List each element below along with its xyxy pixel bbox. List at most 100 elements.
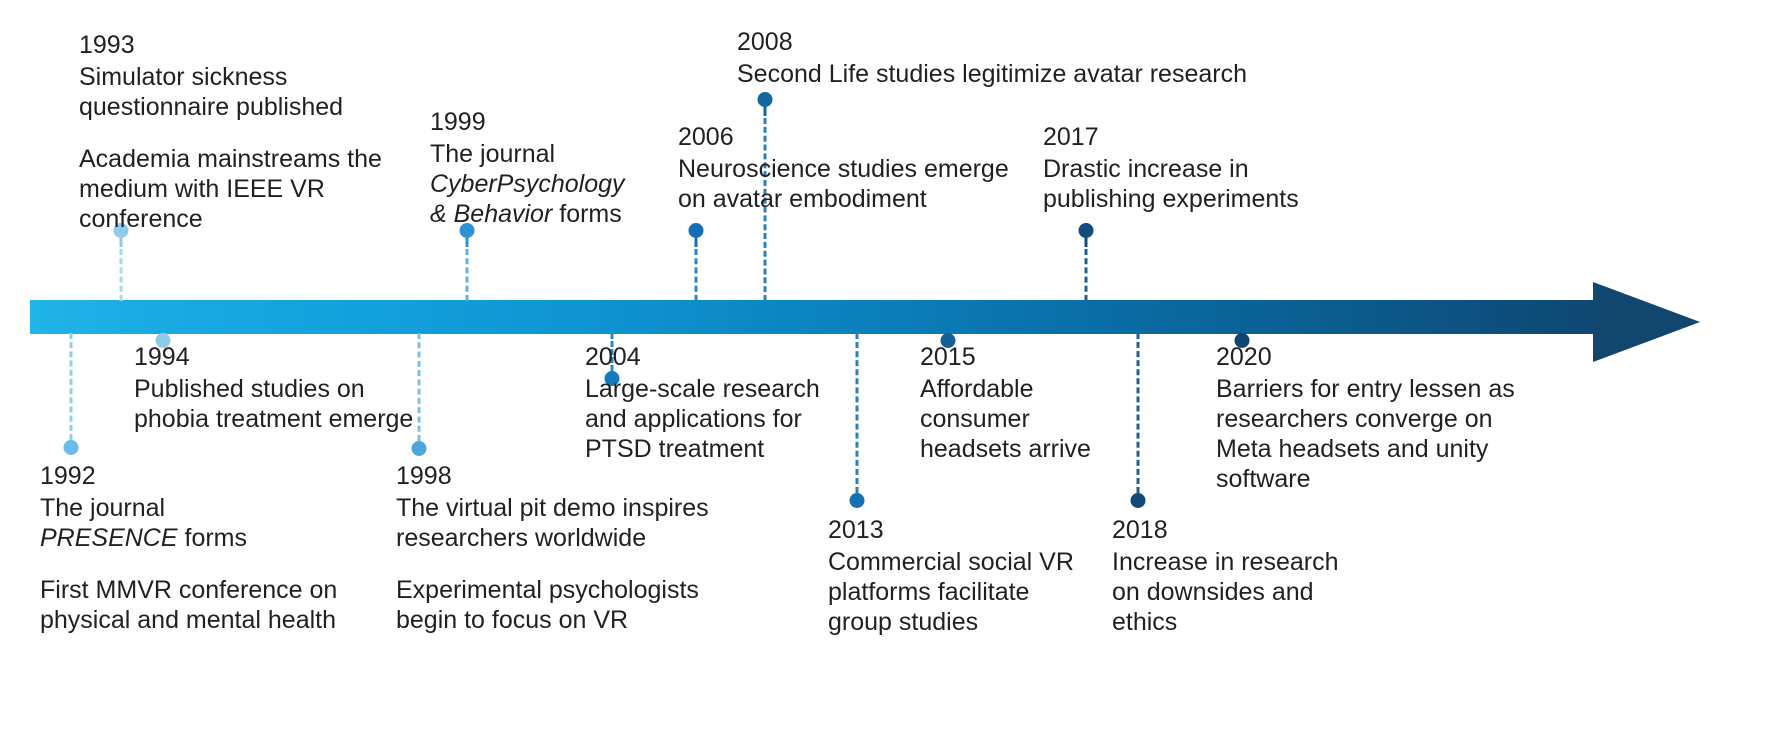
marker-1992[interactable] bbox=[63, 333, 79, 458]
entry-desc-1994: Published studies on phobia treatment em… bbox=[134, 374, 434, 434]
marker-dash-2017 bbox=[1084, 249, 1088, 301]
entry-line: consumer bbox=[920, 405, 1030, 433]
entry-2008: 2008 Second Life studies legitimize avat… bbox=[737, 25, 1337, 89]
entry-line-italic: PRESENCE bbox=[40, 524, 178, 552]
entry-desc-2008: Second Life studies legitimize avatar re… bbox=[737, 60, 1247, 88]
entry-line: The virtual pit demo inspires bbox=[396, 494, 709, 522]
entry-line: on avatar embodiment bbox=[678, 185, 927, 213]
marker-dash-2018 bbox=[1136, 333, 1140, 493]
entry-year-1994: 1994 bbox=[134, 343, 190, 371]
marker-pin-1993 bbox=[113, 223, 129, 247]
entry-desc-2018: Increase in research on downsides and et… bbox=[1112, 547, 1362, 637]
entry-year-2006: 2006 bbox=[678, 123, 734, 151]
entry-year-1999: 1999 bbox=[430, 108, 486, 136]
entry-1992: 1992 The journal PRESENCE forms First MM… bbox=[40, 459, 370, 635]
entry-line: Published studies on bbox=[134, 375, 365, 403]
entry-2004: 2004 Large-scale research and applicatio… bbox=[585, 340, 845, 464]
entry-line-italic: & Behavior bbox=[430, 200, 553, 228]
marker-pin-2017 bbox=[1078, 223, 1094, 247]
entry-year-1993: 1993 bbox=[79, 31, 135, 59]
entry-2006: 2006 Neuroscience studies emerge on avat… bbox=[678, 120, 1018, 214]
entry-desc-1992: The journal PRESENCE forms bbox=[40, 494, 247, 552]
entry-extra-1992: First MMVR conference on physical and me… bbox=[40, 576, 338, 634]
entry-year-2004: 2004 bbox=[585, 343, 641, 371]
entry-line: group studies bbox=[828, 608, 979, 636]
entry-line: researchers converge on bbox=[1216, 405, 1493, 433]
marker-2017[interactable] bbox=[1078, 223, 1094, 301]
entry-desc-1999: The journal CyberPsychology & Behavior f… bbox=[430, 140, 625, 228]
entry-year-2020: 2020 bbox=[1216, 343, 1272, 371]
marker-pin-1998 bbox=[411, 441, 427, 456]
entry-2013: 2013 Commercial social VR platforms faci… bbox=[828, 513, 1088, 637]
entry-year-2017: 2017 bbox=[1043, 123, 1099, 151]
entry-year-2015: 2015 bbox=[920, 343, 976, 371]
marker-dash-2013 bbox=[855, 333, 859, 493]
marker-pin-1999 bbox=[459, 223, 475, 247]
marker-pin-2018 bbox=[1130, 493, 1146, 508]
marker-2015[interactable] bbox=[940, 333, 956, 353]
entry-line: on downsides and bbox=[1112, 578, 1314, 606]
marker-pin-2020 bbox=[1234, 333, 1250, 348]
entry-line: software bbox=[1216, 465, 1311, 493]
entry-line: platforms facilitate bbox=[828, 578, 1030, 606]
entry-line: questionnaire published bbox=[79, 93, 344, 121]
entry-year-2013: 2013 bbox=[828, 516, 884, 544]
entry-desc-2004: Large-scale research and applications fo… bbox=[585, 374, 845, 464]
marker-dash-2006 bbox=[694, 249, 698, 301]
entry-2017: 2017 Drastic increase in publishing expe… bbox=[1043, 120, 1343, 214]
entry-desc-2006: Neuroscience studies emerge on avatar em… bbox=[678, 154, 1018, 214]
entry-year-2018: 2018 bbox=[1112, 516, 1168, 544]
marker-2018[interactable] bbox=[1130, 333, 1146, 513]
entry-line: Barriers for entry lessen as bbox=[1216, 375, 1515, 403]
entry-year-2008: 2008 bbox=[737, 28, 793, 56]
marker-pin-2004 bbox=[604, 371, 620, 386]
entry-line: and applications for bbox=[585, 405, 802, 433]
marker-pin-1994 bbox=[155, 333, 171, 348]
marker-2004[interactable] bbox=[604, 333, 620, 393]
entry-line: phobia treatment emerge bbox=[134, 405, 414, 433]
marker-dash-2004 bbox=[610, 333, 614, 371]
entry-2020: 2020 Barriers for entry lessen as resear… bbox=[1216, 340, 1546, 494]
marker-1993[interactable] bbox=[113, 223, 129, 301]
entry-desc-1998: The virtual pit demo inspires researcher… bbox=[396, 493, 766, 553]
entry-line: Meta headsets and unity bbox=[1216, 435, 1489, 463]
timeline-axis-bar bbox=[30, 300, 1602, 334]
marker-1999[interactable] bbox=[459, 223, 475, 301]
entry-desc-1993: Simulator sickness questionnaire publish… bbox=[79, 62, 399, 122]
entry-year-1998: 1998 bbox=[396, 462, 452, 490]
entry-line: Affordable bbox=[920, 375, 1034, 403]
entry-line: Increase in research bbox=[1112, 548, 1339, 576]
entry-desc-2013: Commercial social VR platforms facilitat… bbox=[828, 547, 1088, 637]
marker-pin-2013 bbox=[849, 493, 865, 508]
entry-line: Drastic increase in bbox=[1043, 155, 1249, 183]
marker-dash-1998 bbox=[417, 333, 421, 441]
marker-2006[interactable] bbox=[688, 223, 704, 301]
entry-year-1992: 1992 bbox=[40, 462, 96, 490]
entry-1993: 1993 Simulator sickness questionnaire pu… bbox=[79, 28, 399, 234]
entry-line: publishing experiments bbox=[1043, 185, 1299, 213]
marker-2020[interactable] bbox=[1234, 333, 1250, 353]
entry-line: Large-scale research bbox=[585, 375, 820, 403]
entry-line: Simulator sickness bbox=[79, 63, 288, 91]
entry-line: Commercial social VR bbox=[828, 548, 1074, 576]
entry-line-italic: CyberPsychology bbox=[430, 170, 625, 198]
marker-1998[interactable] bbox=[411, 333, 427, 458]
entry-line: Neuroscience studies emerge bbox=[678, 155, 1009, 183]
entry-line: The journal bbox=[430, 140, 556, 168]
marker-1994[interactable] bbox=[155, 333, 171, 348]
entry-2018: 2018 Increase in research on downsides a… bbox=[1112, 513, 1362, 637]
marker-2013[interactable] bbox=[849, 333, 865, 513]
entry-line: researchers worldwide bbox=[396, 524, 647, 552]
entry-line: headsets arrive bbox=[920, 435, 1091, 463]
timeline-arrow-icon bbox=[1593, 282, 1700, 362]
timeline-axis bbox=[30, 282, 1700, 373]
entry-1999: 1999 The journal CyberPsychology & Behav… bbox=[430, 105, 660, 229]
entry-1998: 1998 The virtual pit demo inspires resea… bbox=[396, 459, 766, 635]
entry-2015: 2015 Affordable consumer headsets arrive bbox=[920, 340, 1130, 464]
entry-desc-2020: Barriers for entry lessen as researchers… bbox=[1216, 374, 1546, 494]
marker-2008[interactable] bbox=[757, 92, 773, 302]
marker-pin-1992 bbox=[63, 440, 79, 455]
marker-dash-1992 bbox=[69, 333, 73, 440]
entry-1994: 1994 Published studies on phobia treatme… bbox=[134, 340, 434, 434]
